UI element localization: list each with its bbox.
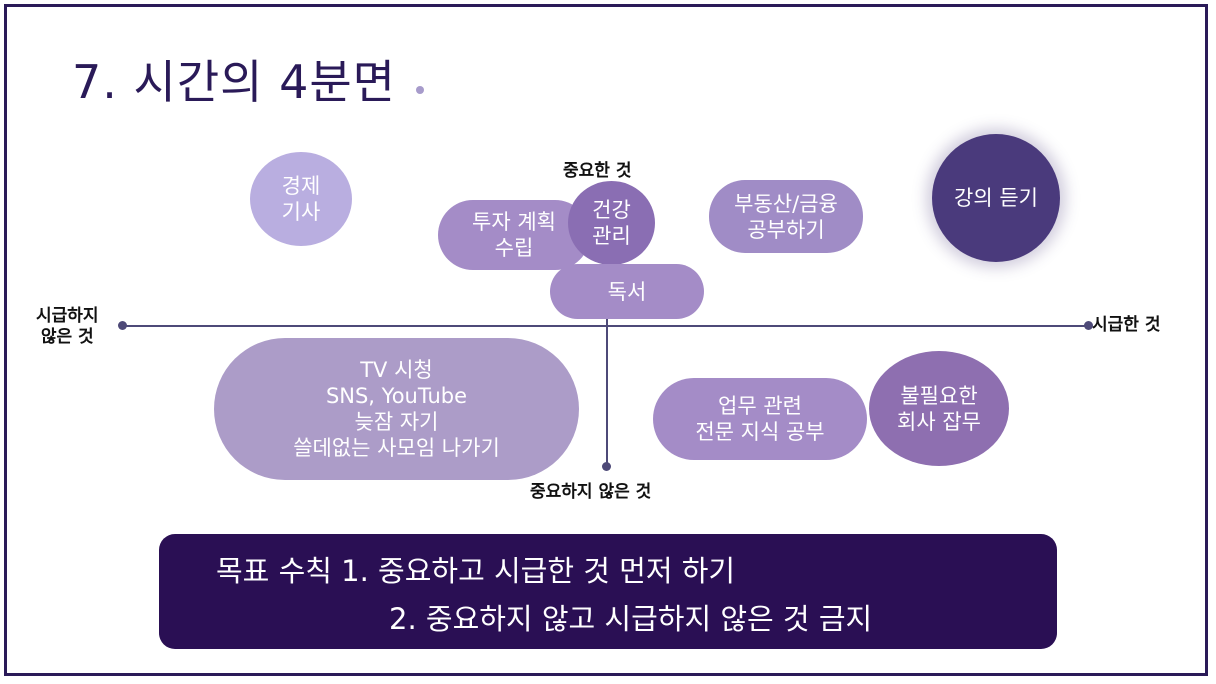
axis-label-not-important: 중요하지 않은 것: [530, 482, 652, 502]
axis-right-endpoint: [1084, 321, 1093, 330]
title-accent-dot: [416, 86, 424, 94]
importance-axis: [606, 191, 608, 467]
item-time-wasters: TV 시청 SNS, YouTube 늦잠 자기 쓸데없는 사모임 나가기: [214, 338, 579, 480]
item-real-estate-study: 부동산/금융 공부하기: [709, 180, 863, 253]
goal-rules-box: 목표 수칙 1. 중요하고 시급한 것 먼저 하기 2. 중요하지 않고 시급하…: [159, 534, 1057, 649]
item-health-care: 건강 관리: [568, 181, 655, 265]
axis-label-not-urgent: 시급하지 않은 것: [36, 306, 99, 347]
axis-label-important: 중요한 것: [563, 161, 632, 181]
axis-left-endpoint: [118, 321, 127, 330]
goal-rule-2: 2. 중요하지 않고 시급하지 않은 것 금지: [389, 602, 873, 636]
item-reading: 독서: [550, 264, 704, 319]
slide-frame: [4, 4, 1208, 676]
item-office-chores: 불필요한 회사 잡무: [869, 351, 1009, 466]
item-work-study: 업무 관련 전문 지식 공부: [653, 378, 867, 460]
slide-title: 7. 시간의 4분면: [72, 55, 396, 109]
axis-label-urgent: 시급한 것: [1092, 315, 1161, 335]
goal-rule-1: 목표 수칙 1. 중요하고 시급한 것 먼저 하기: [216, 554, 736, 588]
item-lecture: 강의 듣기: [932, 134, 1060, 262]
axis-bottom-endpoint: [602, 462, 611, 471]
item-economy-news: 경제 기사: [250, 152, 352, 246]
item-investment-plan: 투자 계획 수립: [438, 200, 590, 270]
